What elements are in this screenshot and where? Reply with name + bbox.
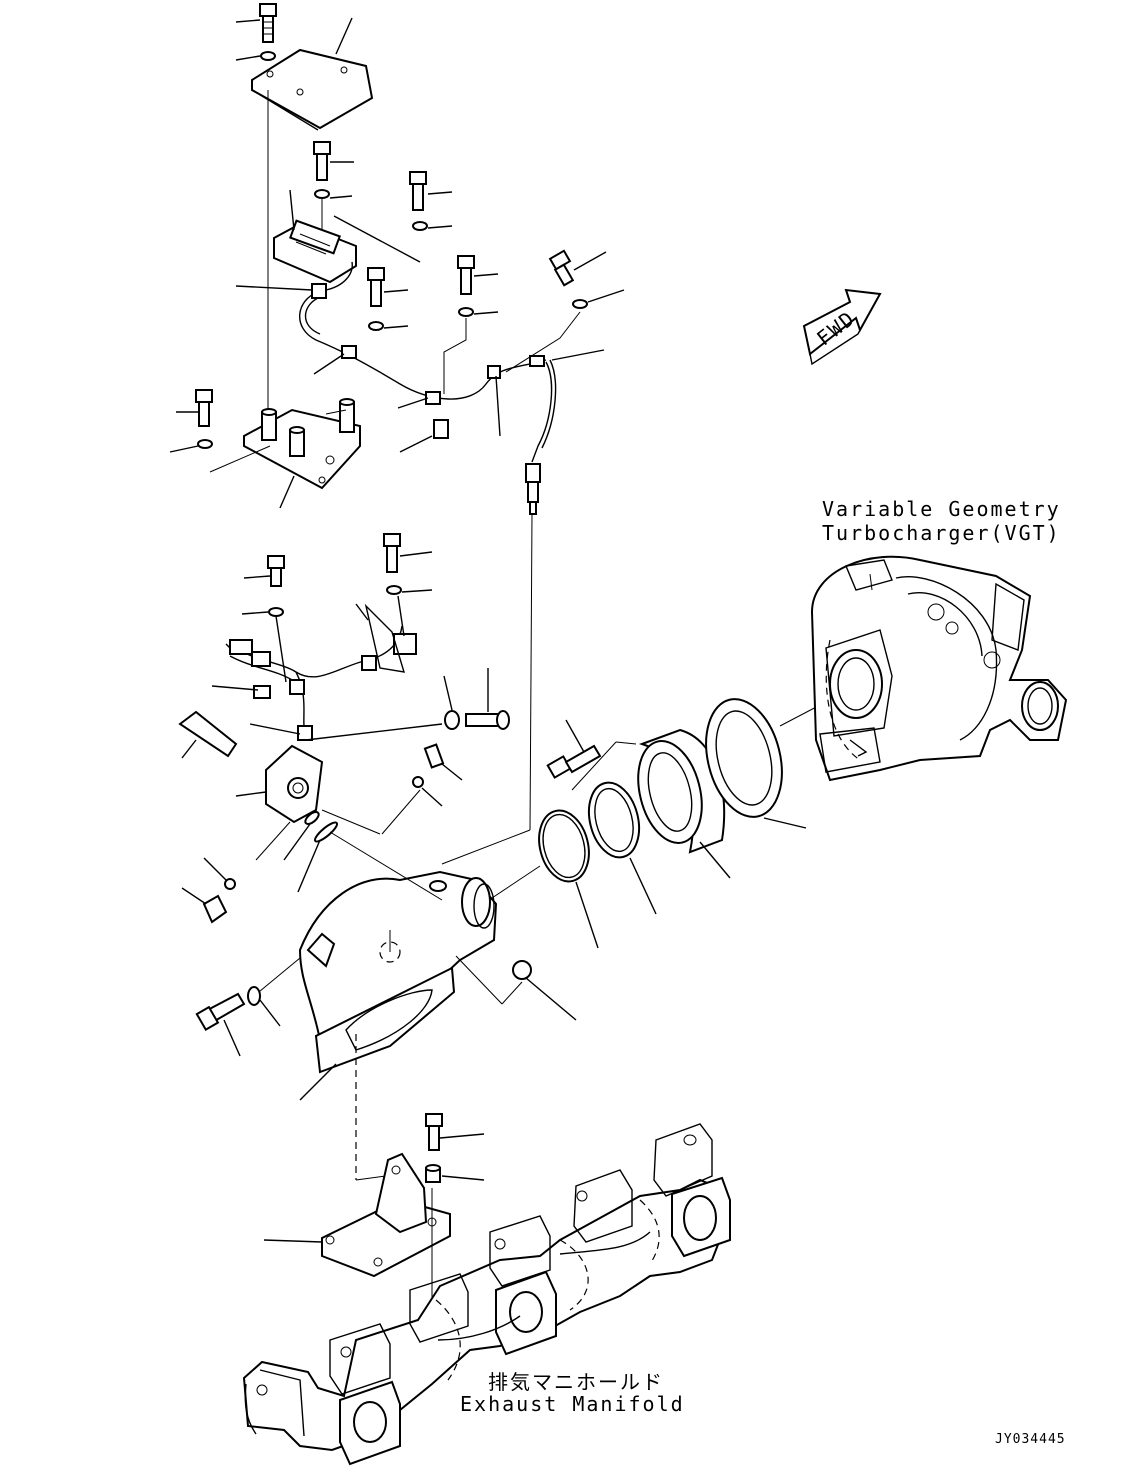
forward-arrow-icon [802, 288, 882, 366]
sensor-bracket [169, 389, 449, 509]
drawing-id: JY034445 [995, 1432, 1066, 1447]
actuator-body [235, 744, 381, 861]
sensor-harness [235, 261, 605, 515]
small-fittings [181, 811, 339, 924]
exhaust-manifold [242, 1123, 731, 1466]
cover-plate [251, 17, 374, 131]
support-bracket-bolts [425, 1113, 485, 1183]
controller-unit [273, 189, 421, 284]
manifold-label-en: Exhaust Manifold [460, 1392, 685, 1416]
vgt-turbocharger [810, 555, 1068, 782]
mid-fasteners [381, 668, 510, 835]
top-bolt [235, 3, 277, 61]
exhaust-elbow [253, 513, 533, 1181]
clamp-rings [491, 698, 823, 949]
vgt-label-line2: Turbocharger(VGT) [822, 521, 1061, 545]
vgt-label-line1: Variable Geometry [822, 497, 1061, 521]
manifold-label-jp: 排気マニホールド [488, 1370, 664, 1394]
mid-bolts [241, 533, 433, 617]
clamp-bolt [546, 719, 602, 779]
elbow-bolt [195, 960, 577, 1057]
actuator-bolt [178, 710, 238, 759]
controller-bolts [313, 141, 625, 331]
actuator-harness [211, 595, 443, 741]
vgt-label: Variable Geometry Turbocharger(VGT) [822, 497, 1061, 545]
